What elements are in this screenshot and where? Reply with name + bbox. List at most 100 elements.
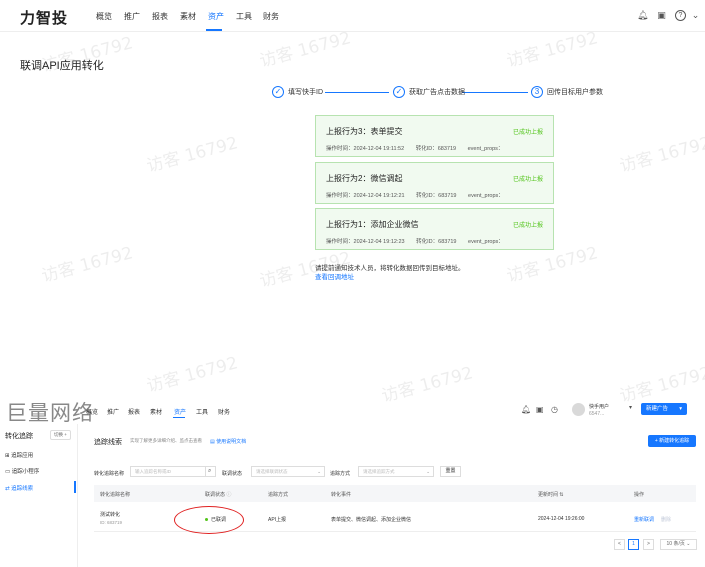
check-icon: ✓	[272, 86, 284, 98]
avatar[interactable]	[572, 403, 585, 416]
conversion-id: ID: 683719	[100, 520, 123, 525]
check-icon: ✓	[393, 86, 405, 98]
nav-promotion[interactable]: 推广	[124, 12, 140, 21]
chevron-down-icon[interactable]: ⌄	[691, 10, 700, 20]
nav-assets[interactable]: 资产	[208, 12, 224, 21]
chevron-down-icon[interactable]: ▾	[629, 405, 633, 411]
page-size-select[interactable]: 10 条/页 ⌄	[660, 539, 697, 550]
sidebar-item-miniprogram[interactable]: ▭ 追踪小程序	[5, 469, 40, 475]
reset-button[interactable]: 重置	[440, 466, 461, 477]
column-header: 联调状态 ⓘ	[205, 492, 232, 498]
filter-label-method: 追踪方式	[330, 471, 351, 477]
watermark: 访客 16792	[379, 363, 476, 407]
app-icon: ⊞	[5, 453, 10, 459]
logo[interactable]: 力智投	[20, 10, 69, 27]
bell-icon[interactable]: 🔔︎	[637, 10, 649, 20]
column-header: 转化事件	[331, 492, 352, 498]
method-select[interactable]: 请选择追踪方式⌄	[358, 466, 434, 477]
page-1-button[interactable]: 1	[628, 539, 639, 550]
nav-finance[interactable]: 财务	[263, 12, 279, 21]
doc-icon: ▤	[210, 439, 215, 445]
card-meta: 操作时间：2024-12-04 19:12:23 转化ID：683719 eve…	[326, 239, 504, 245]
updated-time: 2024-12-04 19:26:00	[538, 516, 585, 522]
column-header: 更新时间 ⇅	[538, 492, 564, 498]
sidebar-title: 转化追踪	[5, 433, 33, 440]
relink-button[interactable]: 重新联调	[634, 517, 655, 523]
column-header: 转化追踪名称	[100, 492, 131, 498]
nav-reports[interactable]: 报表	[152, 12, 168, 21]
nav-assets[interactable]: 资产	[174, 410, 187, 416]
nav-finance[interactable]: 财务	[218, 410, 231, 416]
highlight-circle	[174, 506, 244, 534]
step-3: 3 回传目标用户参数	[531, 86, 603, 98]
report-card: 上报行为1：添加企业微信 已成功上报 操作时间：2024-12-04 19:12…	[315, 208, 554, 250]
status-badge: 已成功上报	[512, 130, 543, 136]
user-info[interactable]: 快手用户 6547...	[589, 404, 609, 418]
help-icon[interactable]: ?	[675, 10, 686, 21]
step-label: 填写快手ID	[288, 89, 323, 96]
step-1: ✓ 填写快手ID	[272, 86, 323, 98]
nav-tools[interactable]: 工具	[236, 12, 252, 21]
new-ad-button[interactable]: 新建广告▾	[641, 403, 687, 415]
switch-button[interactable]: 切换 +	[50, 430, 71, 440]
link-icon: ⇄	[5, 486, 10, 492]
step-connector	[325, 92, 389, 93]
info-icon[interactable]: ⓘ	[226, 492, 232, 498]
search-icon[interactable]: ⌕	[205, 466, 216, 477]
nav-active-indicator	[206, 29, 222, 31]
nav-overview[interactable]: 概览	[86, 410, 99, 416]
row-divider	[94, 531, 696, 532]
nav-overview[interactable]: 概览	[96, 12, 112, 21]
prev-page-button[interactable]: <	[614, 539, 625, 550]
nav-materials[interactable]: 素材	[180, 12, 196, 21]
user-name: 快手用户	[589, 404, 610, 410]
nav-tools[interactable]: 工具	[196, 410, 209, 416]
step-label: 回传目标用户参数	[547, 89, 603, 96]
step-number: 3	[531, 86, 543, 98]
column-header: 追踪方式	[268, 492, 289, 498]
nav-reports[interactable]: 报表	[128, 410, 141, 416]
step-2: ✓ 获取广告点击数据	[393, 86, 465, 98]
nav-promotion[interactable]: 推广	[107, 410, 120, 416]
nav-active-indicator	[173, 417, 185, 418]
step-label: 获取广告点击数据	[409, 89, 465, 96]
message-icon[interactable]: ▣	[536, 405, 544, 414]
sidebar-active-indicator	[74, 481, 76, 493]
top-navbar	[0, 0, 705, 32]
sort-icon[interactable]: ⇅	[559, 492, 564, 498]
conversion-name[interactable]: 测试转化	[100, 512, 121, 518]
delete-button[interactable]: 删除	[661, 517, 672, 523]
next-page-button[interactable]: >	[643, 539, 654, 550]
watermark: 访客 16792	[617, 363, 705, 407]
new-conversion-button[interactable]: + 新建转化追踪	[648, 435, 696, 447]
message-icon[interactable]: ▣	[657, 10, 666, 20]
card-title: 上报行为1：添加企业微信	[326, 220, 419, 229]
section-description: 实现了解更多详细介绍、监点击查看	[130, 438, 202, 443]
nav-materials[interactable]: 素材	[150, 410, 163, 416]
status-badge: 已成功上报	[512, 223, 543, 229]
bell-icon[interactable]: 🔔︎	[521, 405, 532, 414]
sidebar-item-apps[interactable]: ⊞ 追踪应用	[5, 453, 34, 459]
step-connector	[462, 92, 528, 93]
card-meta: 操作时间：2024-12-04 19:11:52 转化ID：683719 eve…	[326, 146, 504, 152]
card-title: 上报行为2：微信调起	[326, 174, 403, 183]
watermark: 访客 16792	[144, 353, 241, 397]
section-title: 追踪线索	[94, 439, 122, 446]
help-icon[interactable]: ◷	[551, 405, 558, 414]
sidebar-item-leads[interactable]: ⇄ 追踪线索	[5, 486, 34, 492]
miniprogram-icon: ▭	[5, 469, 11, 475]
card-title: 上报行为3：表单提交	[326, 127, 403, 136]
conversion-events: 表单提交、微信调起、添加企业微信	[331, 517, 412, 523]
chevron-down-icon: ⌄	[317, 469, 321, 474]
brand-watermark-logo: 巨量网络	[6, 401, 94, 425]
status-badge: 已成功上报	[512, 177, 543, 183]
status-select[interactable]: 请选择联调状态⌄	[251, 466, 325, 477]
callback-link[interactable]: 查看回调地址	[315, 274, 354, 281]
docs-link[interactable]: ▤ 使用说明文档	[210, 439, 247, 445]
report-card: 上报行为2：微信调起 已成功上报 操作时间：2024-12-04 19:12:2…	[315, 162, 554, 204]
sidebar	[0, 424, 78, 567]
name-search-input[interactable]: 输入追踪名称或ID	[130, 466, 206, 477]
column-header: 操作	[634, 492, 645, 498]
watermark: 访客 16792	[617, 133, 705, 177]
filter-label-status: 联调状态	[222, 471, 243, 477]
